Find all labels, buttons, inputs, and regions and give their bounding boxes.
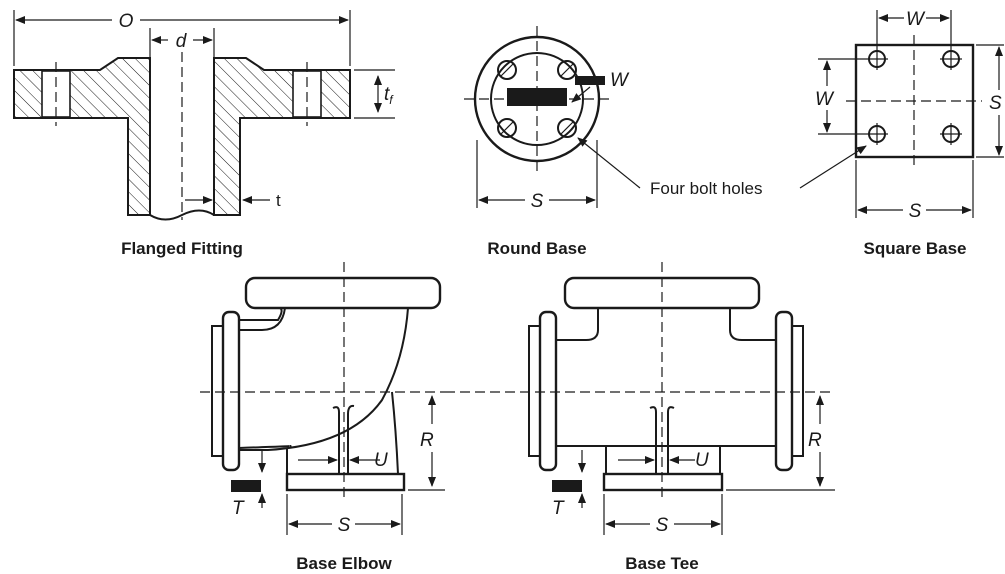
leader-bolt-round [577, 137, 641, 189]
round-base-view: W S Round Base [464, 26, 630, 258]
tee-inner-right [729, 308, 776, 341]
bolt-hole-mark [559, 62, 575, 78]
dim-label-s-round: S [531, 191, 544, 212]
title-round-base: Round Base [487, 239, 586, 258]
section-wall-right [213, 57, 351, 216]
dim-label-w-left: W [815, 89, 835, 110]
tee-side-flange-left [538, 310, 558, 472]
elbow-side-flange-face [211, 325, 224, 457]
note-four-bolt-holes: Four bolt holes [650, 179, 762, 198]
bolt-hole-mark [499, 62, 515, 78]
dim-label-tf: tf [384, 84, 394, 107]
section-wall-left [13, 57, 151, 216]
dim-label-o: O [119, 11, 134, 32]
rib-thickness-block [575, 76, 605, 85]
tee-leg-left [605, 406, 657, 475]
dim-label-w-round: W [610, 70, 630, 91]
tee-side-flange-face-right [791, 325, 804, 457]
dim-label-r-elbow: R [420, 430, 434, 451]
dim-label-u-tee: U [695, 450, 709, 471]
elbow-base-thickness-block [231, 480, 261, 492]
tee-base-plate [602, 472, 724, 492]
dim-label-s-tee: S [656, 515, 669, 536]
dim-label-w-top: W [906, 9, 926, 30]
tee-leg-right-inner [667, 406, 675, 474]
tee-inner-left [556, 308, 599, 341]
dim-label-t-tee: T [552, 498, 565, 519]
bolt-hole-group [497, 60, 577, 138]
bore-break-line [149, 209, 215, 221]
dim-label-u-elbow: U [374, 450, 388, 471]
base-tee-view: U R T S Base Tee [445, 262, 835, 573]
elbow-body-bottom [238, 445, 292, 449]
bolt-hole [557, 118, 577, 138]
dim-label-d: d [176, 31, 188, 52]
bolt-hole [497, 118, 517, 138]
tee-side-flange-face-left [528, 325, 541, 457]
elbow-leg-right-inner [347, 404, 355, 474]
square-base-view: W W S S Square Base [815, 9, 1004, 258]
elbow-leg-left [286, 406, 340, 475]
dim-label-r-tee: R [808, 430, 822, 451]
elbow-top-flange [244, 276, 442, 310]
dim-label-t: t [276, 191, 281, 210]
title-flanged-fitting: Flanged Fitting [121, 239, 243, 258]
bolt-hole-mark [499, 120, 515, 136]
bolt-hole [557, 60, 577, 80]
title-base-elbow: Base Elbow [296, 554, 392, 573]
bolt-holes-callout: Four bolt holes [577, 137, 867, 198]
leader-w [571, 86, 591, 103]
bolt-hole-mark [559, 120, 575, 136]
elbow-body-outline [239, 307, 409, 451]
base-inner-circle [490, 52, 584, 146]
flanged-fitting-view: O d tf t Flanged Fitting [13, 10, 395, 258]
dim-label-t-elbow: T [232, 498, 245, 519]
base-elbow-view: U R T S Base Elbow [200, 262, 445, 573]
dim-label-s-bottom: S [909, 201, 922, 222]
base-rib [507, 88, 567, 106]
elbow-base-plate [285, 472, 406, 492]
elbow-side-flange [221, 310, 241, 472]
tee-side-flange-right [774, 310, 794, 472]
elbow-leg-right-outer [348, 391, 400, 475]
dim-label-s-elbow: S [338, 515, 351, 536]
bolt-hole-group [866, 48, 962, 145]
title-base-tee: Base Tee [625, 554, 698, 573]
title-square-base: Square Base [864, 239, 967, 258]
bolt-hole [497, 60, 517, 80]
dim-label-s-right: S [989, 93, 1002, 114]
tee-base-thickness-block [552, 480, 582, 492]
elbow-inner-bend [239, 307, 286, 331]
